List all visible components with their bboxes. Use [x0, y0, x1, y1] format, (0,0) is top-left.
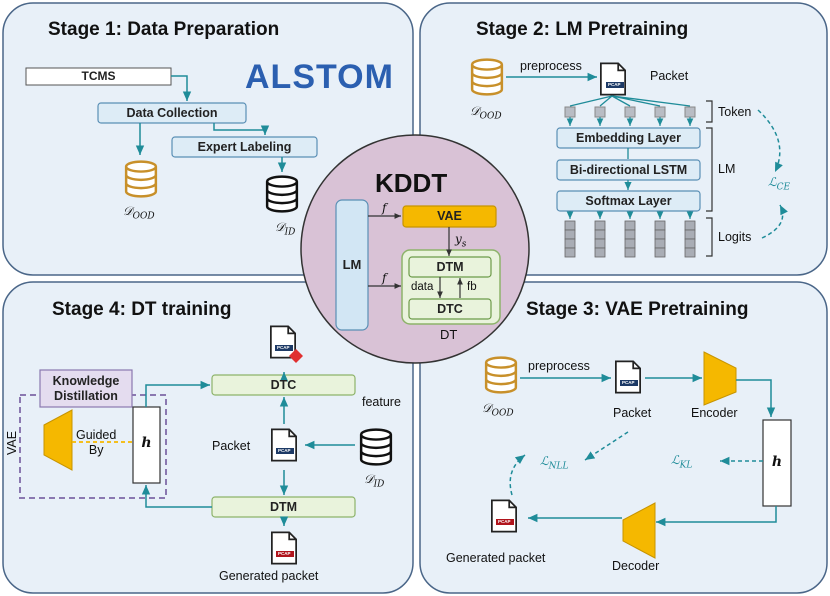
f-label-top: f	[382, 201, 387, 215]
stage3-panel	[419, 281, 828, 594]
s3-encoder-shape	[703, 351, 737, 406]
stage1-title: Stage 1: Data Preparation	[48, 19, 280, 40]
ys-label: ys	[455, 232, 467, 250]
s3-h-label: h	[771, 454, 783, 470]
loss-nll-label: ℒNLL	[540, 454, 569, 472]
s4-generated-label: Generated packet	[219, 569, 319, 583]
fb-label: fb	[467, 281, 477, 293]
s2-lm-label: LM	[718, 162, 736, 176]
kddt-title: KDDT	[375, 168, 448, 198]
s3-preprocess-label: preprocess	[528, 359, 590, 373]
token-label: Token	[718, 105, 752, 119]
s4-id-label: 𝒟ID	[364, 472, 385, 490]
embedding-layer-label: Embedding Layer	[576, 131, 681, 145]
expert-labeling-box	[171, 136, 318, 158]
logit-cell	[654, 247, 666, 258]
data-collection-box	[97, 102, 247, 124]
center-dtc-label: DTC	[437, 302, 463, 316]
knowledge-distillation-label: Knowledge Distillation	[52, 374, 120, 403]
logit-cell	[594, 247, 606, 258]
s3-decoder-shape	[622, 502, 656, 559]
pcap-tag: PCAP	[277, 345, 290, 350]
pcap-file-icon	[600, 62, 626, 96]
logit-cell	[564, 247, 576, 258]
s3-packet-label: Packet	[613, 406, 652, 420]
pcap-file-icon	[615, 360, 641, 394]
s4-encoder-shape	[43, 409, 73, 471]
loss-kl-label: ℒKL	[671, 453, 693, 471]
feature-label: feature	[362, 395, 401, 409]
s2-packet-label: Packet	[650, 69, 689, 83]
pcap-tag: PCAP	[608, 82, 621, 87]
s3-h-box	[762, 419, 792, 507]
center-dtm-box	[408, 256, 492, 278]
s4-h-box	[132, 406, 161, 484]
s4-vae-label: VAE	[5, 430, 19, 455]
softmax-layer-label: Softmax Layer	[585, 194, 672, 208]
s3-generated-label: Generated packet	[446, 551, 546, 565]
guided-by-label: Guided By	[76, 428, 117, 457]
s4-dtc-label: DTC	[270, 378, 297, 392]
expert-labeling-label: Expert Labeling	[197, 140, 292, 154]
data-label: data	[411, 281, 434, 293]
logits-stacks	[564, 220, 696, 258]
logit-cell	[684, 247, 696, 258]
s4-dtm-label: DTM	[269, 500, 298, 514]
pcap-generated-file-icon	[491, 499, 517, 533]
decoder-label: Decoder	[612, 559, 660, 573]
stage3-title: Stage 3: VAE Pretraining	[526, 299, 749, 320]
pcap-warning-file-icon	[270, 325, 303, 363]
encoder-label: Encoder	[691, 406, 738, 420]
bilstm-label: Bi-directional LSTM	[569, 163, 688, 177]
stage4-title: Stage 4: DT training	[52, 299, 232, 320]
pcap-file-icon	[271, 428, 297, 462]
center-dtm-label: DTM	[436, 260, 464, 274]
pcap-tag: PCAP	[622, 380, 635, 385]
alstom-logo: ALSTOM	[245, 58, 394, 96]
s3-ood-label: 𝒟OOD	[482, 401, 514, 419]
s1-ood-label: 𝒟OOD	[123, 204, 155, 222]
pcap-tag: PCAP	[278, 448, 291, 453]
s2-preprocess-label: preprocess	[520, 59, 582, 73]
center-vae-label: VAE	[437, 209, 462, 223]
stage2-title: Stage 2: LM Pretraining	[476, 19, 689, 40]
knowledge-distillation-box	[39, 369, 133, 408]
logits-label: Logits	[718, 230, 752, 244]
tcms-label: TCMS	[81, 69, 116, 83]
s1-id-label: 𝒟ID	[275, 220, 296, 238]
logit-cell	[624, 247, 636, 258]
pcap-tag: PCAP	[498, 519, 511, 524]
f-label-bottom: f	[382, 271, 387, 285]
pcap-generated-file-icon	[271, 531, 297, 565]
data-collection-label: Data Collection	[126, 106, 218, 120]
center-lm-box	[335, 199, 369, 331]
dt-label: DT	[440, 327, 458, 342]
center-lm-label: LM	[342, 257, 362, 272]
loss-ce-label: ℒCE	[768, 175, 791, 193]
s4-h-label: h	[141, 435, 152, 451]
s2-ood-label: 𝒟OOD	[470, 104, 502, 122]
s4-packet-label: Packet	[212, 439, 251, 453]
pcap-tag: PCAP	[278, 551, 291, 556]
center-dtc-box	[408, 298, 492, 320]
